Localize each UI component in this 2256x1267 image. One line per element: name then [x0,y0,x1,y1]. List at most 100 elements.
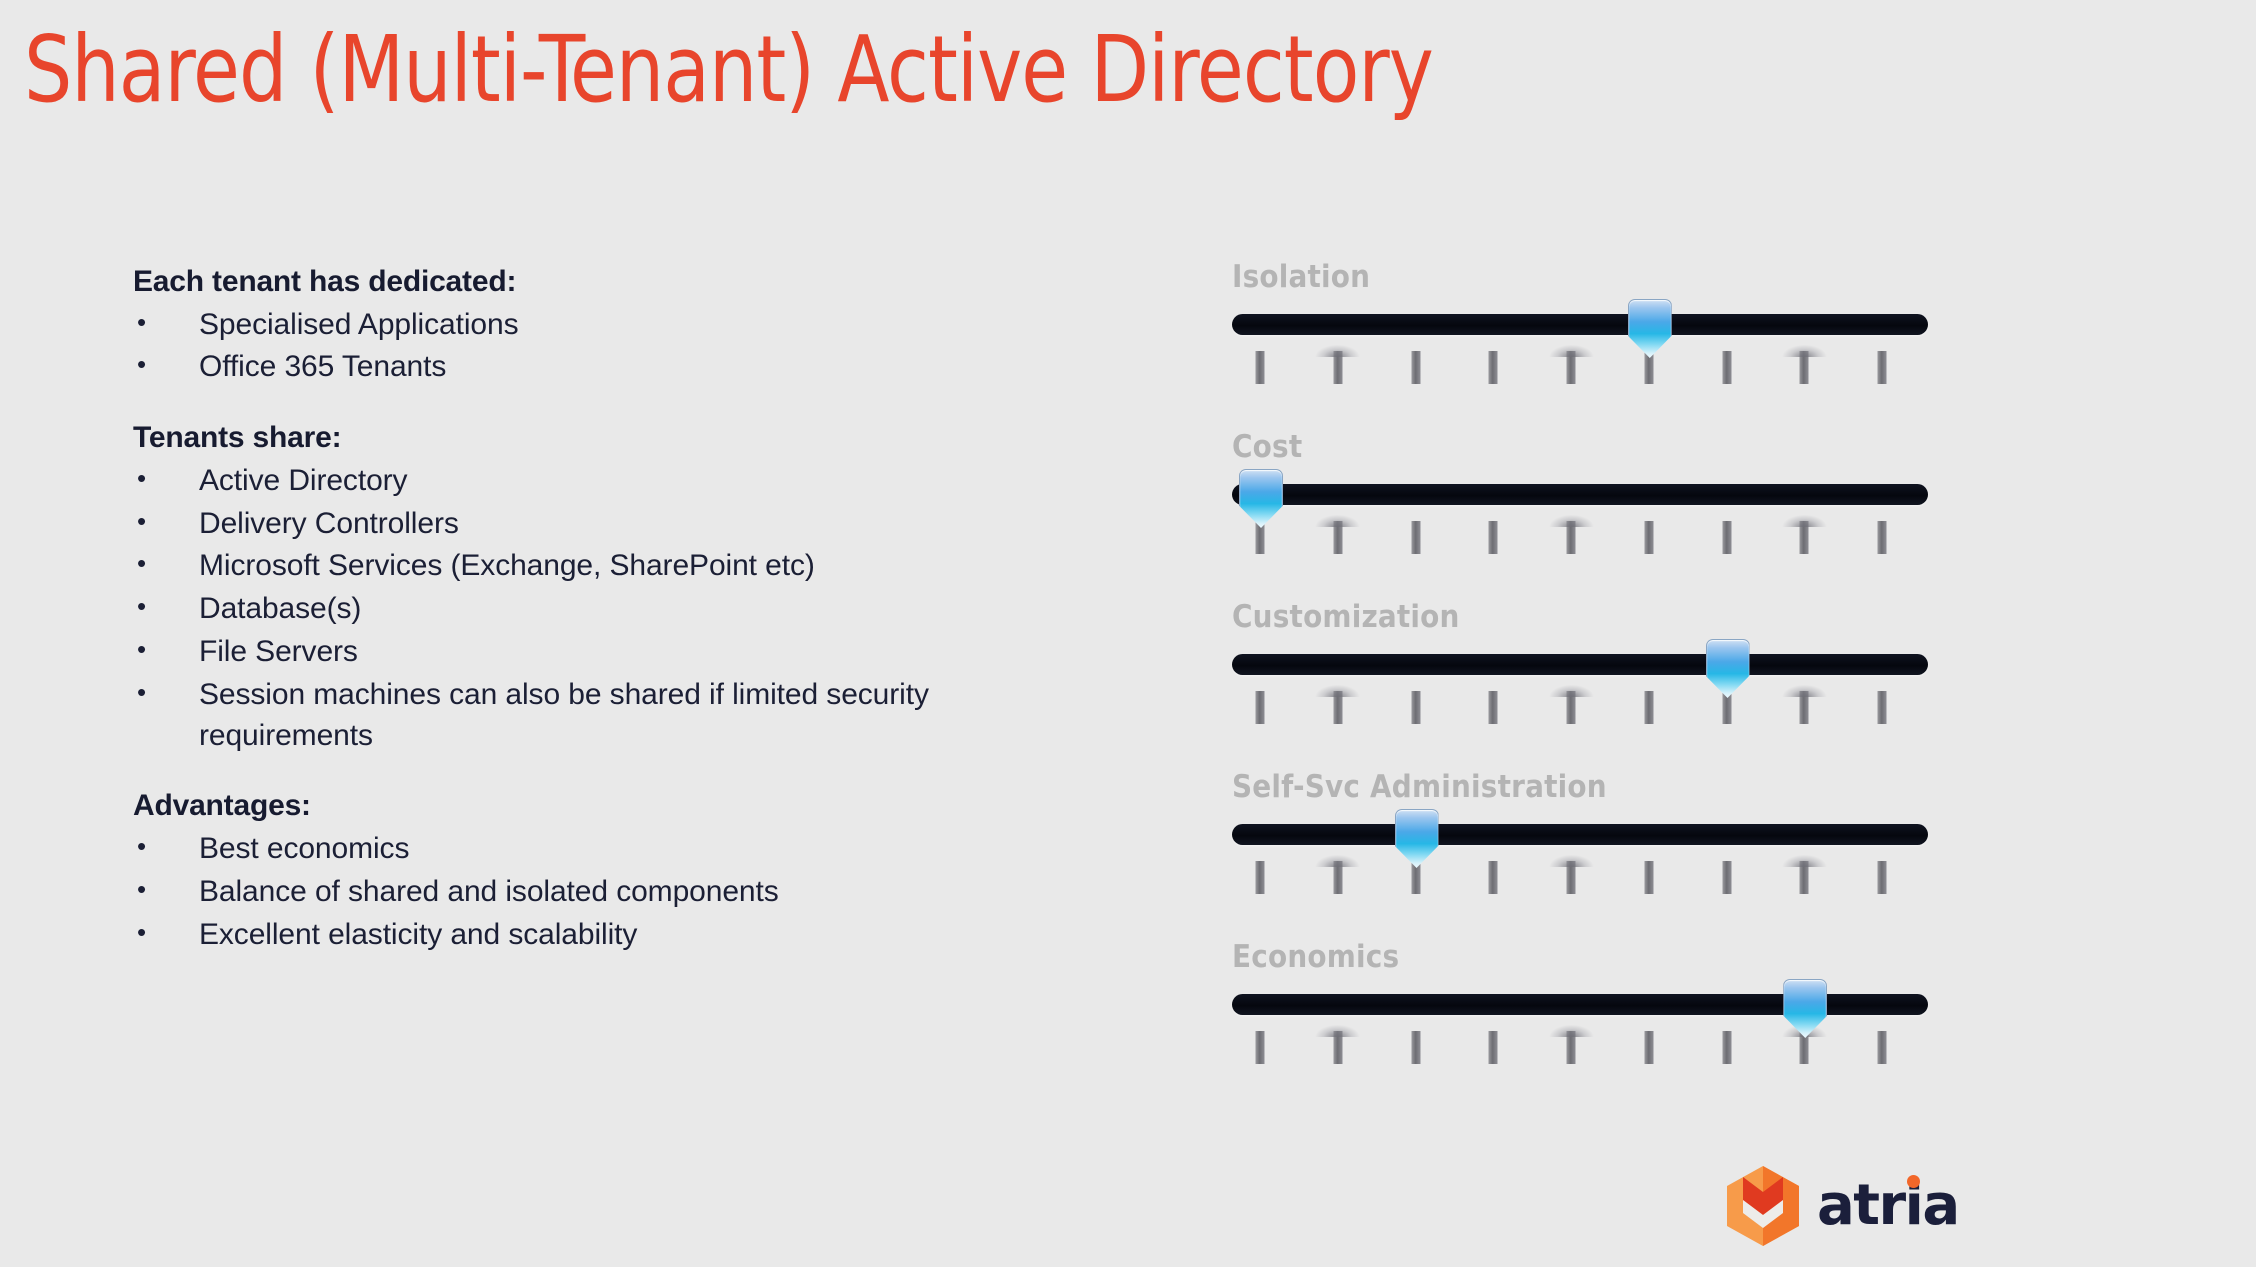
bullet-list: Active DirectoryDelivery ControllersMicr… [133,459,1073,757]
slider-tick [1255,1031,1265,1064]
list-item: Office 365 Tenants [133,345,1073,388]
slider-tick [1722,521,1731,554]
slider-handle-shape [1239,469,1283,528]
slider-rail[interactable] [1232,469,1928,560]
slider-tick [1644,351,1654,384]
slider-handle-shape [1783,979,1828,1038]
slider-tick [1411,1031,1420,1064]
slider-tick [1566,691,1576,724]
atria-logo: atria [1725,1166,1960,1246]
slider-tick [1333,1031,1343,1064]
slider-track[interactable] [1232,654,1928,675]
text-group: Each tenant has dedicated: Specialised Ap… [133,262,1073,388]
slider-tick [1488,521,1498,554]
slider-rail[interactable] [1232,299,1928,390]
atria-hexagon-icon [1727,1166,1799,1246]
slider-handle[interactable] [1394,809,1439,868]
slider-track[interactable] [1232,824,1928,845]
slider-tick [1255,861,1265,894]
slider-tick [1877,691,1887,724]
slider-tick-row [1232,680,1928,724]
slider-tick [1488,691,1498,724]
slider-rail[interactable] [1232,639,1928,730]
slider-tick [1255,691,1265,724]
slider-block: Customization [1232,602,1932,772]
group-heading: Tenants share: [133,421,342,455]
slider-label: Isolation [1232,259,1371,295]
slider-tick [1722,1031,1731,1064]
slider-handle[interactable] [1627,299,1672,358]
slider-label: Self-Svc Administration [1232,769,1607,805]
list-item: Excellent elasticity and scalability [133,913,1073,956]
slider-tick [1644,861,1654,894]
slider-tick [1644,521,1654,554]
slider-tick [1566,1031,1576,1064]
slider-tick [1877,1031,1887,1064]
slider-tick [1333,521,1343,554]
list-item: File Servers [133,630,1073,673]
group-heading: Advantages: [133,789,311,823]
list-item: Balance of shared and isolated component… [133,870,1073,913]
slider-track[interactable] [1232,994,1928,1015]
list-item: Best economics [133,827,1073,870]
slider-handle[interactable] [1783,979,1828,1038]
bullet-content-panel: Each tenant has dedicated: Specialised Ap… [133,262,1073,957]
group-heading: Each tenant has dedicated: [133,265,517,298]
slider-rail[interactable] [1232,809,1928,900]
slider-tick-row [1232,340,1928,384]
slider-tick [1722,691,1731,724]
slider-track[interactable] [1232,484,1928,505]
slider-tick [1255,351,1265,384]
slider-tick [1799,351,1809,384]
slider-tick [1411,691,1420,724]
slider-tick [1722,861,1731,894]
list-item: Database(s) [133,587,1073,630]
slider-tick [1411,861,1420,894]
slider-track[interactable] [1232,314,1928,335]
text-group: Tenants share: Active DirectoryDelivery C… [133,418,1073,756]
slider-tick [1877,521,1887,554]
atria-wordmark: atria [1817,1175,1960,1234]
slider-tick [1722,351,1731,384]
slider-block: Self-Svc Administration [1232,772,1932,942]
slider-tick [1644,691,1654,724]
slider-tick [1877,861,1887,894]
slider-handle[interactable] [1705,639,1750,698]
slider-label: Economics [1232,939,1400,975]
slider-tick [1333,351,1343,384]
list-item: Specialised Applications [133,303,1073,346]
atria-dot-icon [1906,1175,1920,1188]
slider-label: Cost [1232,429,1303,465]
list-item: Active Directory [133,459,1073,502]
slider-tick [1488,351,1498,384]
slider-tick-row [1232,850,1928,894]
slider-tick-row [1232,1020,1928,1064]
slider-tick [1644,1031,1654,1064]
page-title: Shared (Multi-Tenant) Active Directory [24,16,1434,123]
slider-handle[interactable] [1239,469,1283,528]
slider-tick [1411,351,1420,384]
text-group: Advantages: Best economicsBalance of shar… [133,786,1073,955]
slider-tick [1333,691,1343,724]
atria-wordmark-text: atria [1817,1173,1960,1238]
bullet-list: Best economicsBalance of shared and isol… [133,827,1073,956]
slider-tick [1799,1031,1809,1064]
slider-tick [1799,861,1809,894]
slider-tick [1799,691,1809,724]
slider-label: Customization [1232,599,1460,635]
slider-tick [1333,861,1343,894]
slider-tick [1488,861,1498,894]
list-item: Microsoft Services (Exchange, SharePoint… [133,544,1073,587]
slider-tick [1799,521,1809,554]
slider-tick [1566,351,1576,384]
slider-tick [1566,521,1576,554]
slider-tick [1255,521,1265,554]
slider-tick [1877,351,1887,384]
slider-tick [1488,1031,1498,1064]
slider-tick [1566,861,1576,894]
slider-tick [1411,521,1420,554]
slider-block: Cost [1232,432,1932,602]
slider-rail[interactable] [1232,979,1928,1070]
slider-handle-shape [1705,639,1750,698]
